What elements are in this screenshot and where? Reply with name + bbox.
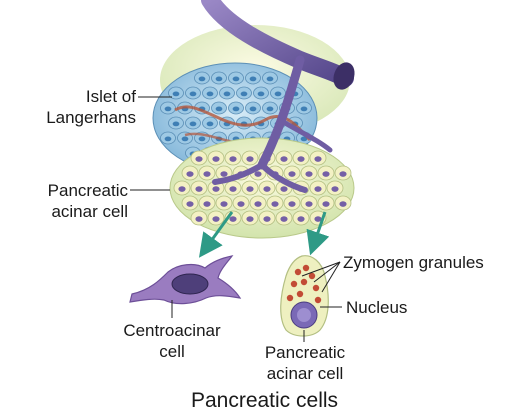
label-islet-line2: Langerhans (40, 107, 136, 128)
acinar-cell-nucleus (297, 216, 304, 222)
acinar-cell-nucleus (195, 216, 202, 222)
acinar-cell-nucleus (322, 201, 329, 207)
acinar-cell-nucleus (314, 186, 321, 192)
acinar-cell-nucleus (331, 186, 338, 192)
acinar-cluster (170, 138, 354, 238)
islet-cell-nucleus (190, 122, 197, 127)
islet-cell-nucleus (250, 77, 257, 82)
acinar-cell-nucleus (212, 156, 219, 162)
acinar-cell-nucleus (178, 186, 185, 192)
acinar-cell-nucleus (186, 201, 193, 207)
acinar-cell-nucleus (314, 156, 321, 162)
acinar-cell-nucleus (246, 216, 253, 222)
islet-cell-nucleus (165, 137, 172, 142)
acinar-cell-nucleus (220, 171, 227, 177)
acinar-cell-nucleus (305, 201, 312, 207)
islet-cell-nucleus (173, 92, 180, 97)
acinar-cell-nucleus (212, 216, 219, 222)
acinar-cell-nucleus (280, 186, 287, 192)
acinar-cell-nucleus (297, 156, 304, 162)
zymogen-granule (295, 269, 301, 275)
label-acinar-line1: Pancreatic (30, 180, 128, 201)
islet-cell-nucleus (182, 137, 189, 142)
acinar-cell-nucleus (195, 186, 202, 192)
acinar-cell-nucleus (246, 156, 253, 162)
acinar-cell-nucleus (339, 201, 346, 207)
islet-cell-nucleus (241, 92, 248, 97)
acinar-cell-nucleus (271, 201, 278, 207)
label-acinar-detail: Pancreatic acinar cell (246, 342, 364, 384)
islet-cell-nucleus (207, 122, 214, 127)
islet-cell-nucleus (301, 107, 308, 112)
islet-cell-nucleus (233, 77, 240, 82)
zymogen-granule (291, 281, 297, 287)
islet-cell-nucleus (190, 92, 197, 97)
zymogen-granule (287, 295, 293, 301)
zymogen-granule (309, 273, 315, 279)
acinar-cell-nucleus (263, 186, 270, 192)
label-centroacinar: Centroacinar cell (112, 320, 232, 362)
zymogen-granule (313, 285, 319, 291)
acinar-cell-nucleus (237, 201, 244, 207)
figure-caption: Pancreatic cells (0, 388, 529, 414)
acinar-cell-nucleus (195, 156, 202, 162)
acinar-cell-nucleus (229, 186, 236, 192)
zymogen-granule (303, 265, 309, 271)
acinar-cell-nucleus (203, 201, 210, 207)
islet-cell-nucleus (267, 107, 274, 112)
acinar-cell-nucleus (220, 201, 227, 207)
acinar-cell-nucleus (186, 171, 193, 177)
islet-cell-nucleus (258, 92, 265, 97)
acinar-cell-nucleus (263, 216, 270, 222)
acinar-cell-nucleus (254, 171, 261, 177)
label-zymogen-granules: Zymogen granules (343, 252, 484, 273)
islet-cell-nucleus (216, 107, 223, 112)
islet-cell-nucleus (250, 107, 257, 112)
islet-cell-nucleus (267, 77, 274, 82)
label-acinar2-line1: Pancreatic (246, 342, 364, 363)
islet-cell-nucleus (233, 107, 240, 112)
acinar-cell-nucleus (288, 171, 295, 177)
islet-cell-nucleus (199, 137, 206, 142)
label-centro-line2: cell (112, 341, 232, 362)
label-islet-line1: Islet of (40, 86, 136, 107)
islet-cell-nucleus (275, 92, 282, 97)
acinar-cell-nucleus (254, 201, 261, 207)
acinar-cell-nucleus (203, 171, 210, 177)
zymogen-granule (315, 297, 321, 303)
acinar-cell-nucleus (280, 156, 287, 162)
label-acinar2-line2: acinar cell (246, 363, 364, 384)
acinar-cell-nucleus (229, 216, 236, 222)
islet-cell-nucleus (199, 77, 206, 82)
acinar-cell-nucleus (339, 171, 346, 177)
islet-cell-nucleus (207, 92, 214, 97)
centroacinar-cell (130, 256, 240, 304)
zymogen-granule (301, 279, 307, 285)
islet-cell-nucleus (216, 77, 223, 82)
label-centro-line1: Centroacinar (112, 320, 232, 341)
acinar-cell-nucleus (305, 171, 312, 177)
islet-cell-nucleus (173, 122, 180, 127)
islet-cell-nucleus (165, 107, 172, 112)
acinar-cell-nucleus (229, 156, 236, 162)
label-acinar-cell: Pancreatic acinar cell (30, 180, 128, 222)
label-islet: Islet of Langerhans (40, 86, 136, 128)
acinar-cell-nucleus (288, 201, 295, 207)
acinar-cell-detail (281, 256, 329, 336)
acinar-cell-nucleus (280, 216, 287, 222)
islet-cell-nucleus (224, 92, 231, 97)
acinar-cell-nucleus (322, 171, 329, 177)
acinar-cell-nucleus (212, 186, 219, 192)
label-nucleus: Nucleus (346, 297, 407, 318)
acinar-cell-nucleus (246, 186, 253, 192)
label-acinar-line2: acinar cell (30, 201, 128, 222)
zymogen-granule (297, 291, 303, 297)
